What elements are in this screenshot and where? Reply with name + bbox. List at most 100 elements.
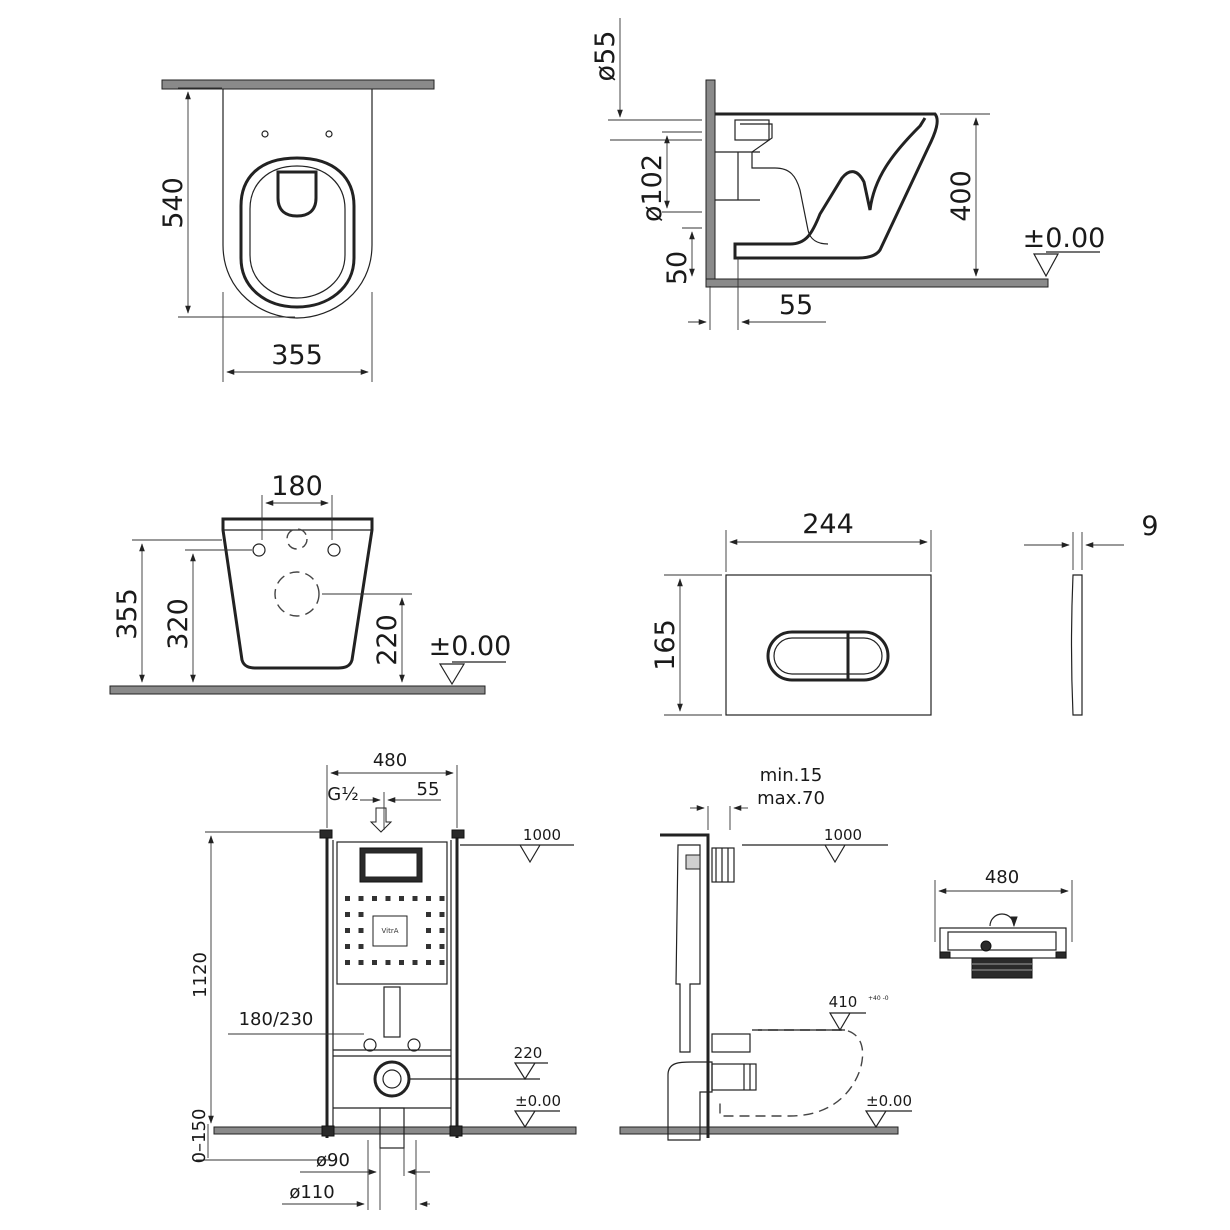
rear-flush-inlet	[286, 528, 308, 550]
flush-outlet	[276, 170, 318, 218]
cistern-rivet	[426, 928, 431, 933]
outlet-ring-outer	[373, 1060, 411, 1098]
outlet-ring-inner	[382, 1069, 402, 1089]
frame-cap-left	[319, 829, 333, 839]
rear-bowl-outline	[221, 517, 374, 670]
front-width-label: 480	[373, 750, 407, 771]
side-bowl-level-label: 410	[829, 993, 858, 1011]
top-depth-label: 540	[158, 177, 189, 229]
side-floor-level-label: ±0.00	[1023, 223, 1106, 254]
side-level-410-marker	[758, 1012, 866, 1032]
rear-level-marker	[438, 661, 506, 686]
cistern-rivet	[439, 944, 445, 949]
side-outlet-offset-label: 50	[662, 251, 693, 285]
frame-side-post	[660, 833, 710, 1138]
flush-inlet	[734, 119, 770, 141]
cistern-rivets	[345, 896, 445, 965]
seat-hinge-left	[261, 130, 269, 138]
cistern-rivet	[345, 944, 350, 949]
side-top-level-label: 1000	[824, 826, 862, 844]
front-top-level-label: 1000	[523, 826, 561, 844]
rear-view: 180 355 320 220 ±0.00	[109, 471, 511, 695]
frame-top-left-bracket	[939, 951, 951, 959]
flush-pipe	[383, 986, 401, 1038]
vitra-logo: VitrA	[382, 927, 399, 935]
outlet-connector	[711, 1063, 757, 1091]
inlet-arrow	[369, 807, 393, 833]
frame-front-view: VitrA 480 G½ 55 1120 1000 180/230 220 ±0…	[189, 750, 577, 1210]
rear-floor	[109, 685, 486, 695]
side-flush-pipe-label: ø55	[590, 31, 621, 82]
frame-foot-left	[321, 1125, 335, 1137]
front-height-label: 1120	[190, 952, 211, 998]
cistern-rivet	[345, 912, 350, 917]
front-inlet-offset-label: 55	[417, 779, 440, 800]
outlet-socket	[715, 151, 760, 201]
bolt-left	[363, 1038, 377, 1052]
side-outlet-diameter-label: ø102	[637, 154, 668, 222]
front-inlet-label: G½	[327, 784, 358, 805]
cistern-rivet	[372, 960, 377, 965]
cistern-rivet	[426, 944, 431, 949]
rear-bolt-left	[252, 543, 266, 557]
cistern-rivet	[358, 896, 364, 901]
frame-top-view: 480	[934, 867, 1073, 979]
top-view: 540 355	[158, 79, 435, 382]
front-floor-level-label: ±0.00	[515, 1092, 561, 1110]
top-width-label: 355	[271, 340, 323, 371]
side-rim-height-label: 400	[946, 170, 977, 222]
front-pipe-110-label: ø110	[289, 1182, 334, 1203]
cistern-rivet	[399, 896, 404, 901]
plate-width-label: 244	[802, 509, 854, 540]
front-level-1000-marker	[460, 844, 574, 864]
side-floor-level-label-frame: ±0.00	[866, 1092, 912, 1110]
side-level-1000-marker	[742, 844, 888, 864]
cistern-rivet	[439, 928, 445, 933]
cistern-rivet	[358, 960, 364, 965]
cistern-side-inlet	[685, 854, 701, 870]
rear-outlet	[274, 571, 320, 617]
flush-connector	[711, 847, 735, 883]
cistern-rivet	[439, 896, 445, 901]
cistern-rivet	[439, 960, 445, 965]
flush-plate	[725, 574, 932, 716]
flush-button-outer	[766, 630, 890, 682]
wall-slab	[161, 79, 435, 90]
front-bolt-spacing-label: 180/230	[239, 1009, 314, 1030]
side-view: ø55 ø102 50 55 400 ±0.00	[590, 18, 1105, 330]
rear-bolt-height-label: 320	[163, 598, 194, 650]
cistern-rivet	[426, 960, 431, 965]
seat-hinge-right	[325, 130, 333, 138]
bowl-section	[715, 112, 939, 260]
bowl-opening	[249, 165, 346, 299]
cistern-rivet	[372, 896, 377, 901]
front-floor	[213, 1126, 577, 1135]
front-level-220-marker	[408, 1062, 548, 1081]
cistern-rivet	[399, 960, 404, 965]
front-level-floor-marker	[513, 1110, 560, 1129]
side-wall-max-label: max.70	[757, 788, 825, 809]
rear-bolt-right	[327, 543, 341, 557]
side-bowl-tolerance-label: +40 -0	[868, 995, 889, 1002]
rear-outlet-height-label: 220	[372, 614, 403, 666]
outlet-elbow	[667, 1061, 713, 1141]
frame-top-pipe	[971, 957, 1033, 979]
frame-cap-right	[451, 829, 465, 839]
service-opening-inner	[364, 852, 418, 878]
flush-button-inner	[773, 637, 883, 675]
cistern-rivet	[385, 960, 391, 965]
cistern-rivet	[358, 944, 364, 949]
cistern-rivet	[345, 928, 350, 933]
side-wall-offset-label: 55	[779, 290, 813, 321]
side-level-floor-marker	[864, 1110, 912, 1129]
top-frame-width-label: 480	[985, 867, 1019, 888]
bolt-right	[407, 1038, 421, 1052]
plate-side-profile	[1070, 574, 1083, 716]
frame-top-inner	[947, 931, 1057, 951]
plate-height-label: 165	[650, 619, 681, 671]
frame-side-view: min.15 max.70 1000 410 +40 -0 ±0.00	[619, 765, 912, 1141]
frame-top-outlet	[980, 940, 992, 952]
frame-top-right-bracket	[1055, 951, 1067, 959]
side-floor-slab	[619, 1126, 899, 1135]
cistern-rivet	[412, 896, 418, 901]
